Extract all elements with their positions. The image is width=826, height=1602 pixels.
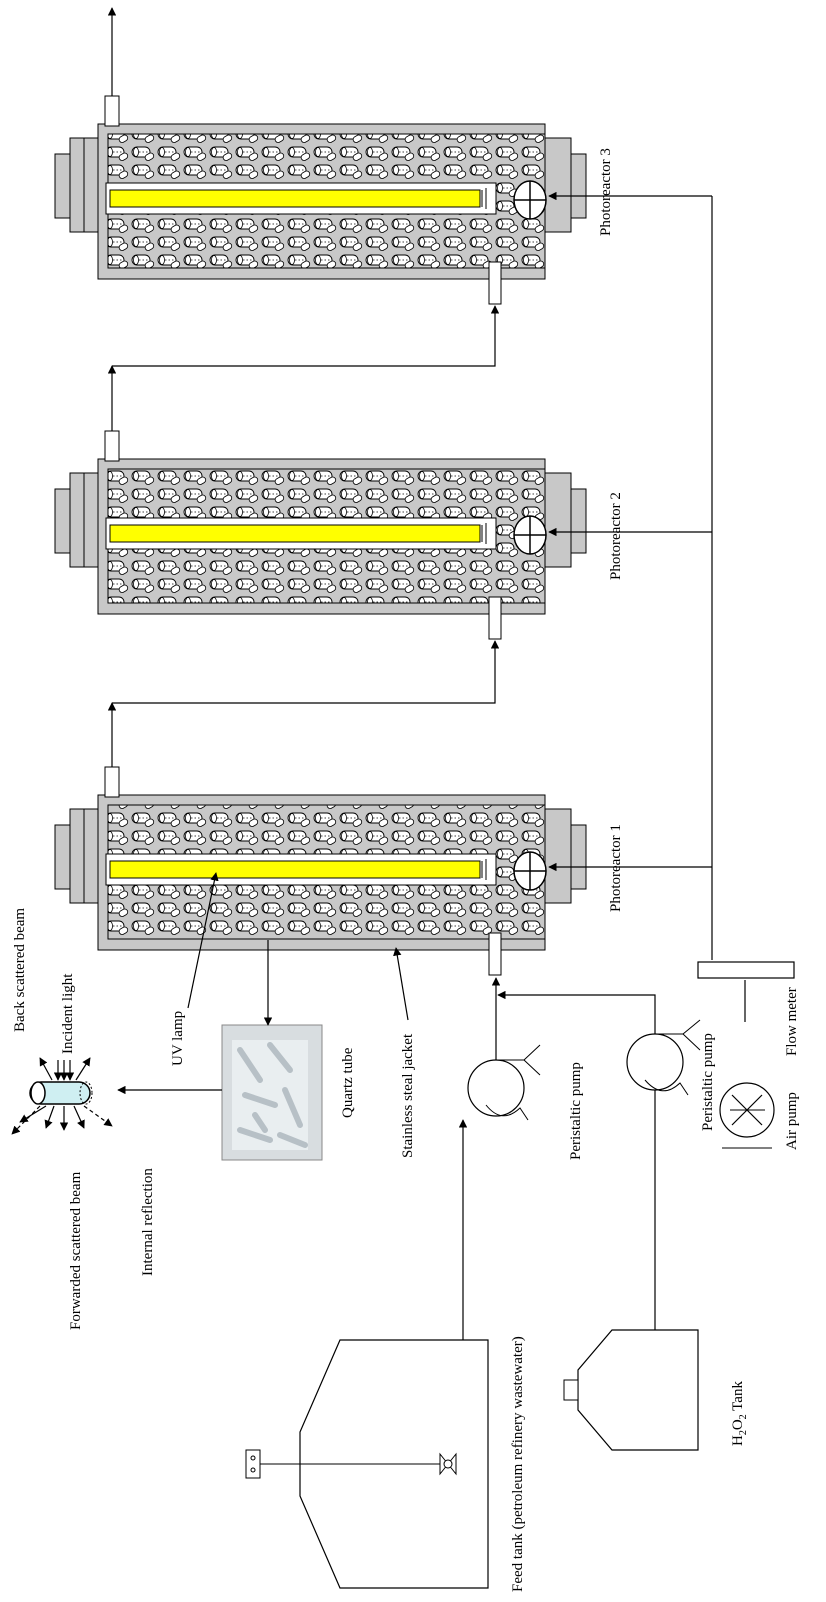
photoreactor-2 (55, 431, 586, 639)
peristaltic-pump-2 (627, 1020, 700, 1095)
label-stainless-jacket: Stainless steal jacket (400, 1033, 416, 1158)
photoreactor-3 (55, 96, 586, 304)
label-photoreactor-3: Photoreactor 3 (598, 148, 614, 236)
label-incident-light: Incident light (60, 973, 76, 1054)
r2-to-r3-line (112, 306, 495, 366)
label-flow-meter: Flow meter (784, 987, 800, 1056)
label-back-scattered: Back scattered beam (12, 908, 28, 1032)
h2o2-tank (564, 1330, 698, 1450)
pump2-to-feed-line (498, 995, 655, 1040)
label-photoreactor-2: Photoreactor 2 (608, 492, 624, 580)
r1-to-r2-line (112, 641, 495, 703)
photoreactor-1 (55, 767, 586, 975)
quartz-tube-photo (222, 1025, 322, 1160)
label-feed-tank: Feed tank (petroleum refinery wastewater… (510, 1336, 526, 1592)
peristaltic-pump-1 (468, 1045, 540, 1120)
feed-tank (246, 1340, 488, 1588)
label-forwarded-scattered: Forwarded scattered beam (68, 1171, 84, 1330)
flow-meter (698, 962, 794, 978)
scatter-diagram (12, 1058, 112, 1134)
air-pump (720, 1083, 774, 1148)
label-quartz-tube: Quartz tube (340, 1047, 356, 1118)
label-h2o2-tank: H2O2 Tank (730, 1381, 749, 1446)
label-uv-lamp: UV lamp (170, 1011, 186, 1066)
label-photoreactor-1: Photoreactor 1 (608, 824, 624, 912)
label-internal-reflection: Internal reflection (140, 1168, 156, 1276)
label-air-pump: Air pump (784, 1092, 800, 1150)
label-peristaltic-pump-2: Peristaltic pump (700, 1033, 716, 1131)
label-peristaltic-pump-1: Peristaltic pump (568, 1062, 584, 1160)
